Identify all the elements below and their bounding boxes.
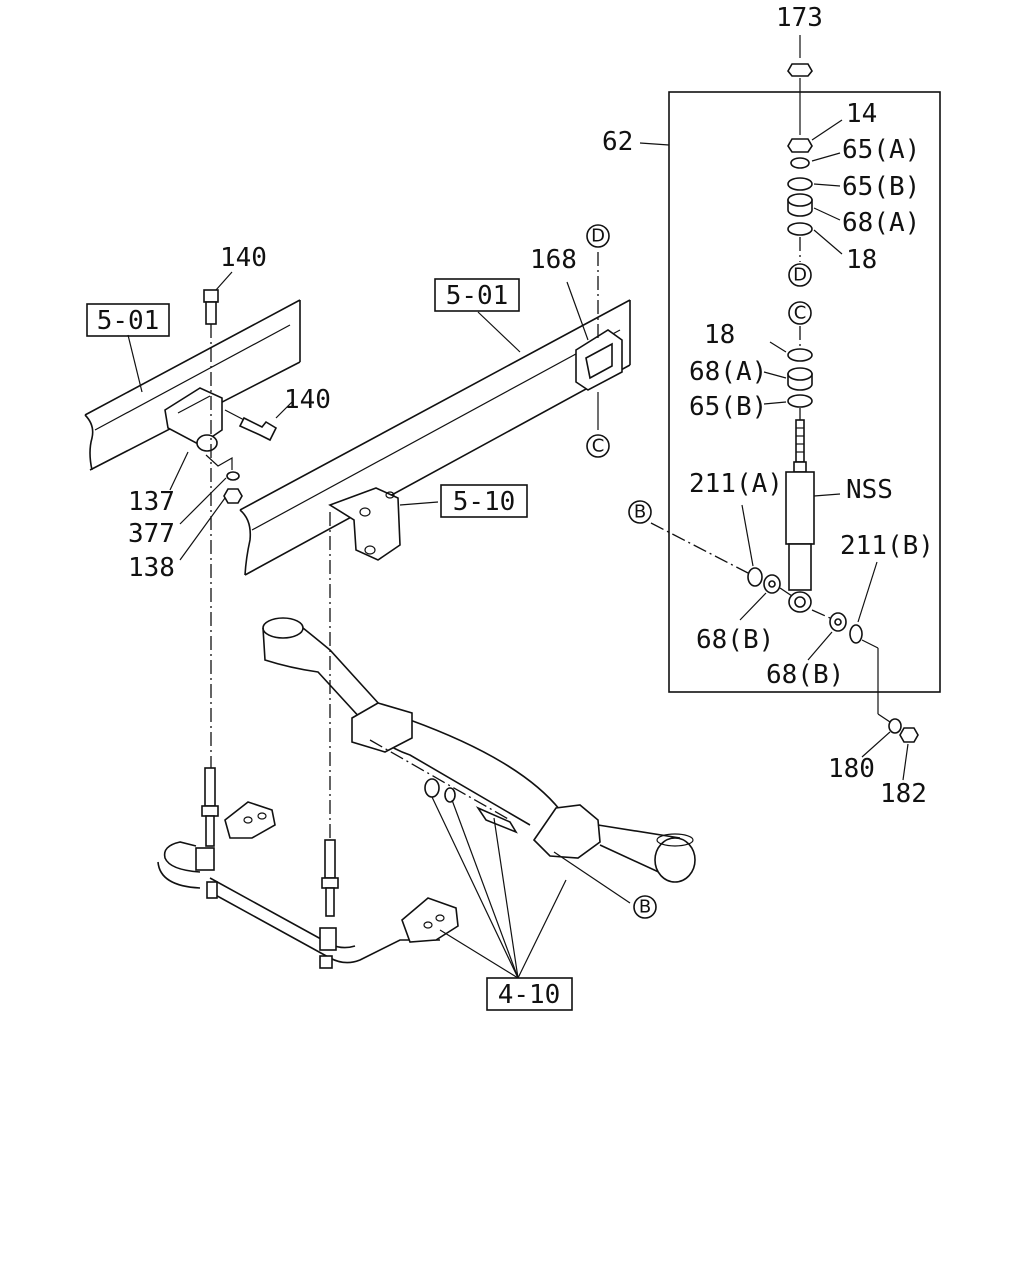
callout-173: 173 — [776, 3, 823, 33]
svg-text:D: D — [591, 226, 605, 247]
svg-text:D: D — [793, 265, 807, 286]
callout-140-side: 140 — [284, 385, 331, 415]
ref-box-5-01-right — [434, 278, 520, 312]
axle-beam — [262, 617, 696, 883]
washer-18-mid — [787, 348, 813, 362]
callout-211b: 211(B) — [840, 531, 934, 561]
svg-text:C: C — [794, 303, 807, 324]
washer-377 — [226, 471, 240, 481]
callout-nss: NSS — [846, 475, 893, 505]
washer-65a-top — [790, 157, 810, 169]
nut-173 — [787, 63, 813, 135]
bushing-68a-top — [787, 193, 813, 217]
callout-68a-mid: 68(A) — [689, 357, 767, 387]
bolt-140-vertical — [203, 289, 219, 770]
washer-211b — [849, 624, 863, 644]
callout-65a-top: 65(A) — [842, 135, 920, 165]
ref-box-5-01-left — [86, 303, 170, 337]
washer-18-top — [787, 222, 813, 236]
bar-bracket-right — [401, 897, 459, 943]
callout-65b-top: 65(B) — [842, 172, 920, 202]
callout-182: 182 — [880, 779, 927, 809]
shock-absorber-nss — [785, 419, 815, 613]
svg-text:B: B — [634, 502, 646, 523]
callout-68a-top: 68(A) — [842, 208, 920, 238]
callout-14: 14 — [846, 99, 877, 129]
bushing-68b-left — [763, 574, 781, 594]
callout-140-top: 140 — [220, 243, 267, 273]
circled-ref-d-top: D — [586, 224, 610, 248]
callout-18-top: 18 — [846, 245, 877, 275]
callout-211a: 211(A) — [689, 469, 783, 499]
callout-137: 137 — [128, 487, 175, 517]
ref-box-5-10 — [440, 484, 528, 518]
callout-168: 168 — [530, 245, 577, 275]
ref-box-4-10 — [486, 977, 573, 1011]
nut-14 — [787, 138, 813, 153]
callout-180: 180 — [828, 754, 875, 784]
nut-182 — [899, 727, 919, 743]
axle-bushing — [424, 778, 518, 834]
ref-5-01-left: 5-01 — [97, 306, 160, 336]
callout-62: 62 — [602, 127, 633, 157]
bracket-5-10 — [328, 487, 401, 561]
circled-ref-d-kit: D — [788, 263, 812, 287]
bushing-68b-right — [829, 612, 847, 632]
link-rod-right — [319, 839, 339, 969]
callout-65b-mid: 65(B) — [689, 392, 767, 422]
bolt-140-side — [224, 409, 278, 442]
svg-text:C: C — [592, 436, 605, 457]
callout-68b-left: 68(B) — [696, 625, 774, 655]
bracket-168 — [575, 329, 623, 391]
circled-ref-b-bottom: B — [633, 895, 657, 919]
washer-180 — [888, 718, 902, 734]
circled-ref-c-kit: C — [788, 301, 812, 325]
callout-18-mid: 18 — [704, 320, 735, 350]
ref-5-10: 5-10 — [453, 487, 516, 517]
ref-4-10: 4-10 — [498, 980, 561, 1010]
circled-ref-c-bottom: C — [586, 434, 610, 458]
shock-kit-frame — [668, 91, 941, 693]
callout-138: 138 — [128, 553, 175, 583]
callout-377: 377 — [128, 519, 175, 549]
ref-5-01-right: 5-01 — [446, 281, 509, 311]
bracket-137 — [164, 387, 223, 452]
circled-ref-b-left: B — [628, 500, 652, 524]
nut-138 — [223, 488, 243, 504]
svg-text:B: B — [639, 897, 651, 918]
bushing-68a-mid — [787, 367, 813, 391]
washer-65b-top — [787, 177, 813, 191]
callout-68b-right: 68(B) — [766, 660, 844, 690]
link-rod-left — [195, 767, 219, 899]
frame-rail-right — [239, 299, 631, 576]
washer-211a — [747, 567, 763, 587]
washer-65b-mid — [787, 394, 813, 408]
bar-bracket-left — [224, 801, 276, 839]
